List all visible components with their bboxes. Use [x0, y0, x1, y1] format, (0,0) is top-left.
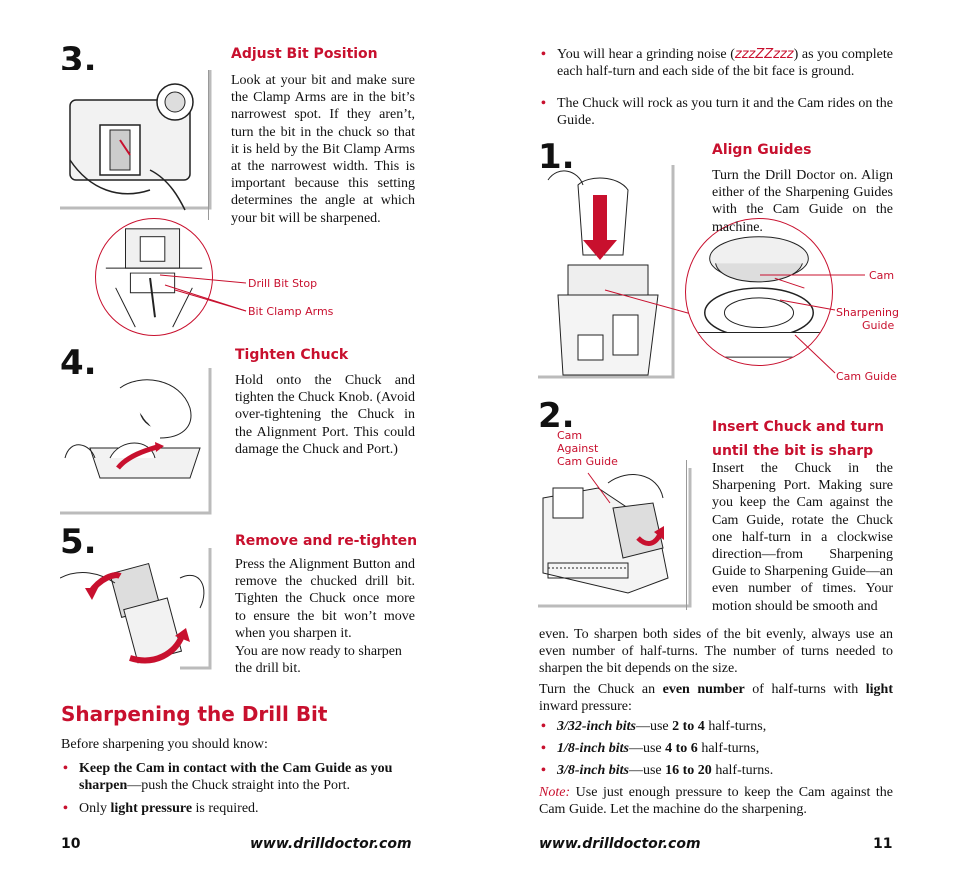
step-5-illustration	[60, 548, 220, 673]
cam-against-label-1: Cam	[557, 429, 583, 442]
cam-guide-label: Cam Guide	[836, 370, 897, 383]
size-bullet-3-32: •3/32-inch bits—use 2 to 4 half-turns,	[541, 719, 767, 734]
sharpening-guide-label-2: Guide	[862, 319, 895, 332]
cam-against-label-3: Cam Guide	[557, 455, 618, 468]
sharpening-intro: Before sharpening you should know:	[61, 737, 268, 752]
sharpening-bullet-pressure: •Only light pressure is required.	[63, 801, 259, 816]
step-3-text: Look at your bit and make sure the Clamp…	[231, 73, 415, 226]
step-2-divider	[686, 460, 700, 610]
footer-page-number-right: 11	[873, 836, 893, 852]
chuck-rock-bullet: •The Chuck will rock as you turn it and …	[541, 96, 893, 128]
size-bullet-1-8: •1/8-inch bits—use 4 to 6 half-turns,	[541, 741, 760, 756]
step-2-number: 2.	[538, 396, 575, 436]
bit-clamp-detail-circle	[95, 218, 213, 336]
cam-label: Cam	[869, 269, 895, 282]
step-2-text: Insert the Chuck in the Sharpening Port.…	[712, 461, 893, 614]
step-3-leader-lines	[159, 274, 247, 312]
step-3-illustration	[60, 70, 220, 213]
cam-against-label-2: Against	[557, 442, 599, 455]
step-2-heading: Insert Chuck and turn until the bit is s…	[712, 419, 885, 459]
step-1-text: Turn the Drill Doctor on. Align either o…	[712, 168, 893, 235]
footer-url-right[interactable]: www.drilldoctor.com	[539, 836, 701, 852]
step-4-text: Hold onto the Chuck and tighten the Chuc…	[235, 373, 415, 457]
step-1-heading: Align Guides	[712, 142, 812, 158]
step-5-text-ready: You are now ready to sharpen the drill b…	[235, 644, 402, 677]
footer-page-number-left: 10	[61, 836, 81, 852]
step-5-heading: Remove and re-tighten	[235, 533, 418, 549]
grinding-noise-bullet: •You will hear a grinding noise (zzzZZzz…	[541, 47, 893, 79]
size-bullet-3-8: •3/8-inch bits—use 16 to 20 half-turns.	[541, 763, 774, 778]
footer-url-left[interactable]: www.drilldoctor.com	[250, 836, 412, 852]
step-1-label-leaders	[760, 274, 865, 374]
step-4-illustration	[60, 368, 220, 518]
sharpening-title: Sharpening the Drill Bit	[61, 702, 328, 726]
sharpening-guide-label-1: Sharpening	[836, 306, 899, 319]
cam-guide-detail-circle	[685, 218, 833, 366]
bit-clamp-arms-label: Bit Clamp Arms	[248, 305, 334, 318]
step-2-text-continued: even. To sharpen both sides of the bit e…	[539, 627, 893, 677]
step-3-divider	[208, 70, 222, 220]
sharpening-bullet-cam: •Keep the Cam in contact with the Cam Gu…	[63, 761, 393, 793]
step-1-leader-lines	[604, 289, 696, 316]
step-2-illustration	[538, 468, 698, 610]
step-4-heading: Tighten Chuck	[235, 347, 349, 363]
note-text: Note: Use just enough pressure to keep t…	[539, 785, 893, 818]
step-5-number: 5.	[60, 522, 97, 562]
step-4-number: 4.	[60, 343, 97, 383]
step-3-heading: Adjust Bit Position	[231, 46, 378, 62]
drill-bit-stop-label: Drill Bit Stop	[248, 277, 318, 290]
step-1-illustration	[538, 165, 678, 380]
step-1-number: 1.	[538, 137, 575, 177]
step-5-text: Press the Alignment Button and remove th…	[235, 557, 415, 641]
turn-instructions: Turn the Chuck an even number of half-tu…	[539, 682, 894, 715]
